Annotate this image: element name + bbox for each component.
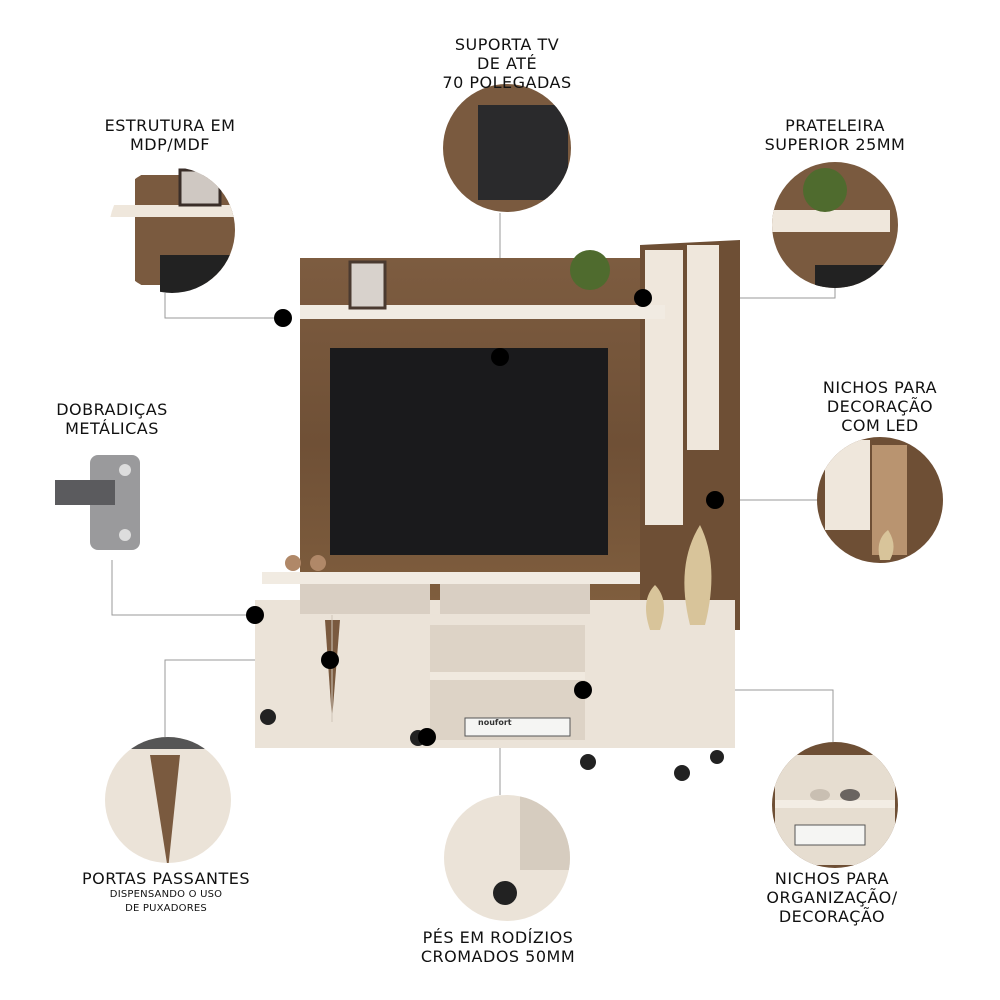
label-structure: ESTRUTURA EM MDP/MDF xyxy=(105,116,236,154)
label-line: DECORAÇÃO xyxy=(826,397,934,416)
detail-tv-circle xyxy=(443,84,571,212)
detail-door-circle xyxy=(105,737,231,863)
label-wheels: PÉS EM RODÍZIOS CROMADOS 50MM xyxy=(421,928,575,966)
detail-wheel-circle xyxy=(444,795,570,921)
label-hinges: DOBRADIÇAS METÁLICAS xyxy=(56,400,168,438)
label-org-niches: NICHOS PARA ORGANIZAÇÃO/ DECORAÇÃO xyxy=(766,869,897,926)
label-line: ORGANIZAÇÃO/ xyxy=(766,888,898,907)
label-line: SUPERIOR 25MM xyxy=(764,135,906,154)
label-line: DOBRADIÇAS xyxy=(56,400,168,419)
detail-hinge-circle xyxy=(49,434,175,560)
label-top-shelf: PRATELEIRA SUPERIOR 25MM xyxy=(765,116,906,154)
label-led-niches: NICHOS PARA DECORAÇÃO COM LED xyxy=(823,378,937,435)
callout-dots xyxy=(246,289,724,746)
label-line: NICHOS PARA xyxy=(774,869,890,888)
label-line: PRATELEIRA xyxy=(785,116,885,135)
label-line: 70 POLEGADAS xyxy=(442,73,572,92)
label-line: METÁLICAS xyxy=(65,419,159,438)
detail-led-niche-circle xyxy=(817,437,943,563)
label-doors: PORTAS PASSANTES DISPENSANDO O USO DE PU… xyxy=(82,869,250,916)
label-line: DE ATÉ xyxy=(476,54,538,73)
book-brand: noufort xyxy=(478,718,512,727)
detail-structure-circle xyxy=(109,167,235,293)
label-tv-support: SUPORTA TV DE ATÉ 70 POLEGADAS xyxy=(442,35,571,92)
tv-stand-illustration xyxy=(255,240,740,781)
label-line: DECORAÇÃO xyxy=(778,907,886,926)
label-line: NICHOS PARA xyxy=(822,378,938,397)
label-subline: DE PUXADORES xyxy=(125,903,207,914)
label-subline: DISPENSANDO O USO xyxy=(109,889,223,900)
label-line: MDP/MDF xyxy=(129,135,210,154)
detail-org-niche-circle xyxy=(772,742,898,868)
detail-shelf-circle xyxy=(772,162,898,288)
label-line: COM LED xyxy=(841,416,919,435)
label-line: SUPORTA TV xyxy=(454,35,560,54)
tv xyxy=(330,348,608,555)
label-line: ESTRUTURA EM xyxy=(104,116,236,135)
label-line: PORTAS PASSANTES xyxy=(81,869,251,888)
label-line: PÉS EM RODÍZIOS xyxy=(422,928,574,947)
label-line: CROMADOS 50MM xyxy=(420,947,576,966)
